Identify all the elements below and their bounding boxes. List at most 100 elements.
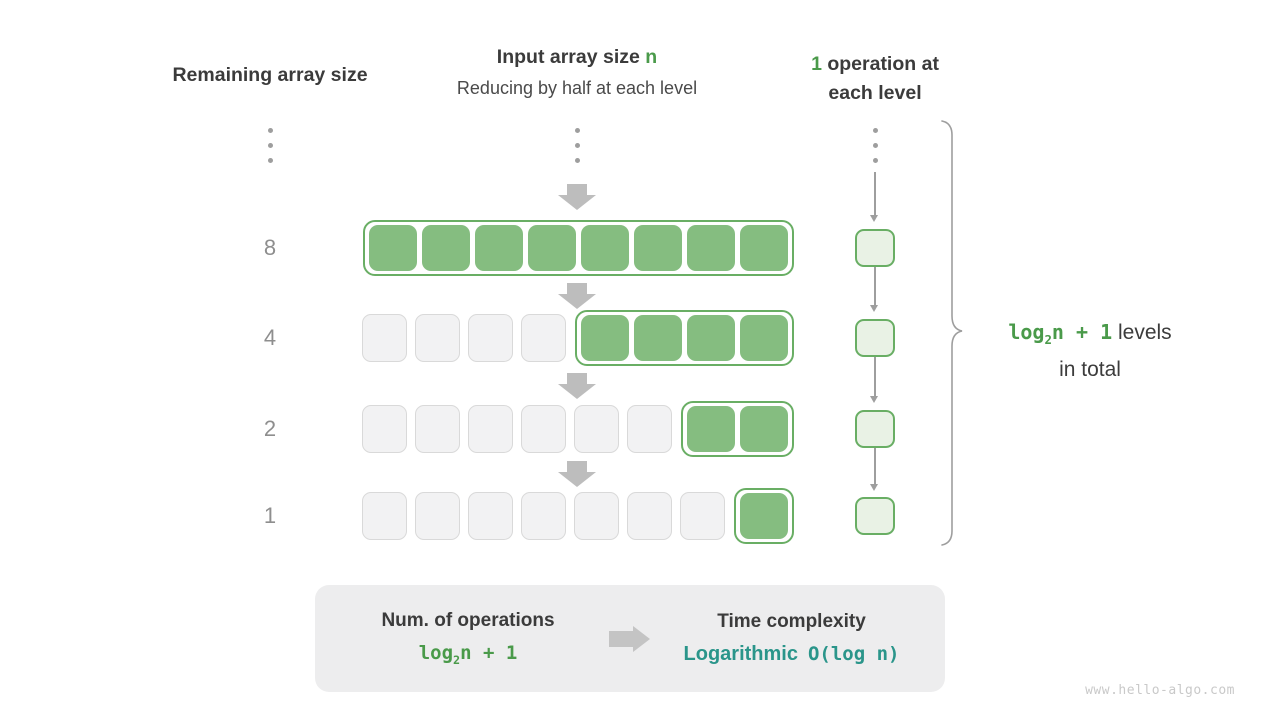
- header-title-n: n: [645, 46, 658, 68]
- array-cell-inactive: [521, 492, 566, 540]
- down-arrow-stem: [567, 283, 587, 294]
- array-cell-active: [528, 225, 576, 271]
- operation-square: [855, 410, 895, 448]
- row-size-label: 4: [263, 325, 277, 350]
- implies-arrow-icon: [609, 625, 650, 652]
- header-operation-text: operation at: [821, 53, 939, 75]
- header-operation-line2: each level: [828, 82, 922, 104]
- summary-operations: Num. of operations log2n + 1: [333, 610, 603, 667]
- down-arrow-stem: [567, 184, 587, 195]
- array-cell-inactive: [415, 492, 460, 540]
- ellipsis-dot: [872, 158, 878, 163]
- summary-box: Num. of operations log2n + 1 Time comple…: [315, 585, 945, 692]
- array-row: [362, 220, 794, 276]
- array-cell-active: [581, 225, 629, 271]
- header-input-array-size: Input array size n Reducing by half at e…: [427, 46, 727, 99]
- array-cell-inactive: [680, 492, 725, 540]
- array-cell-active: [740, 315, 788, 361]
- down-arrow-head: [558, 195, 596, 210]
- operation-connector-arrowhead: [870, 396, 878, 403]
- levels-note-text: levels: [1112, 321, 1172, 344]
- operation-connector-arrowhead: [870, 305, 878, 312]
- down-arrow-head: [558, 472, 596, 487]
- array-cell-inactive: [362, 492, 407, 540]
- array-cell-active: [369, 225, 417, 271]
- levels-note-line1: log2n + 1 levels: [985, 317, 1195, 355]
- ellipsis-dot: [267, 143, 273, 148]
- implies-arrow-stem: [609, 630, 633, 647]
- watermark: www.hello-algo.com: [1085, 683, 1235, 698]
- array-cell-active: [581, 315, 629, 361]
- array-cell-inactive: [468, 314, 513, 362]
- array-row: [362, 310, 794, 366]
- levels-formula: log2n + 1: [1008, 320, 1113, 347]
- operation-connector-line: [874, 448, 876, 484]
- array-cell-inactive: [415, 314, 460, 362]
- operation-connector-arrowhead: [870, 215, 878, 222]
- array-cell-inactive: [415, 405, 460, 453]
- ellipsis-dot: [574, 128, 580, 133]
- down-arrow-stem: [567, 373, 587, 384]
- down-arrow-icon: [558, 184, 596, 210]
- header-operation-per-level: 1 operation at each level: [775, 50, 975, 108]
- ellipsis-dot: [872, 128, 878, 133]
- operation-connector-line: [874, 172, 876, 215]
- array-cell-active: [475, 225, 523, 271]
- header-operation-count: 1: [811, 53, 822, 75]
- header-operation-line1: 1 operation at: [775, 50, 975, 79]
- array-cell-active: [687, 406, 735, 452]
- array-cell-inactive: [362, 405, 407, 453]
- operation-square: [855, 497, 895, 535]
- array-cell-inactive: [574, 405, 619, 453]
- array-cell-active: [740, 493, 788, 539]
- active-subarray-outline: [681, 401, 794, 457]
- array-row: [362, 488, 794, 544]
- summary-complexity: Time complexity Logarithmic O(log n): [656, 611, 927, 666]
- discarded-cells-zone: [362, 405, 672, 453]
- summary-operations-title: Num. of operations: [381, 610, 555, 632]
- complexity-big-o: O(log n): [807, 643, 900, 665]
- operation-connector-line: [874, 267, 876, 305]
- header-input-array-size-title: Input array size n: [427, 46, 727, 69]
- ellipsis-dot: [872, 143, 878, 148]
- down-arrow-icon: [558, 461, 596, 487]
- summary-complexity-value: Logarithmic O(log n): [684, 643, 900, 666]
- discarded-cells-zone: [362, 492, 725, 540]
- down-arrow-icon: [558, 283, 596, 309]
- array-cell-inactive: [574, 492, 619, 540]
- active-subarray-outline: [734, 488, 794, 544]
- vertical-ellipsis-icon: [870, 128, 880, 163]
- array-cell-inactive: [521, 405, 566, 453]
- row-size-label: 8: [263, 235, 277, 260]
- active-subarray-outline: [363, 220, 794, 276]
- summary-complexity-title: Time complexity: [717, 611, 866, 632]
- header-input-array-size-subtitle: Reducing by half at each level: [456, 78, 698, 98]
- row-size-label: 2: [263, 416, 277, 441]
- down-arrow-icon: [558, 373, 596, 399]
- ellipsis-dot: [267, 128, 273, 133]
- array-cell-active: [634, 315, 682, 361]
- vertical-ellipsis-icon: [265, 128, 275, 163]
- array-cell-active: [687, 225, 735, 271]
- down-arrow-head: [558, 384, 596, 399]
- levels-note-line2: in total: [1059, 358, 1121, 381]
- vertical-ellipsis-icon: [572, 128, 582, 163]
- ellipsis-dot: [267, 158, 273, 163]
- levels-note: log2n + 1 levels in total: [985, 317, 1195, 385]
- header-title-text: Input array size: [496, 46, 646, 68]
- array-cell-active: [740, 406, 788, 452]
- array-cell-active: [422, 225, 470, 271]
- array-cell-inactive: [627, 492, 672, 540]
- complexity-name: Logarithmic: [683, 643, 798, 665]
- discarded-cells-zone: [362, 314, 566, 362]
- array-row: [362, 401, 794, 457]
- array-cell-active: [634, 225, 682, 271]
- array-cell-inactive: [468, 492, 513, 540]
- active-subarray-outline: [575, 310, 794, 366]
- array-cell-active: [687, 315, 735, 361]
- ellipsis-dot: [574, 143, 580, 148]
- operation-square: [855, 319, 895, 357]
- implies-arrow-head: [633, 625, 650, 652]
- array-cell-inactive: [521, 314, 566, 362]
- row-size-label: 1: [263, 503, 277, 528]
